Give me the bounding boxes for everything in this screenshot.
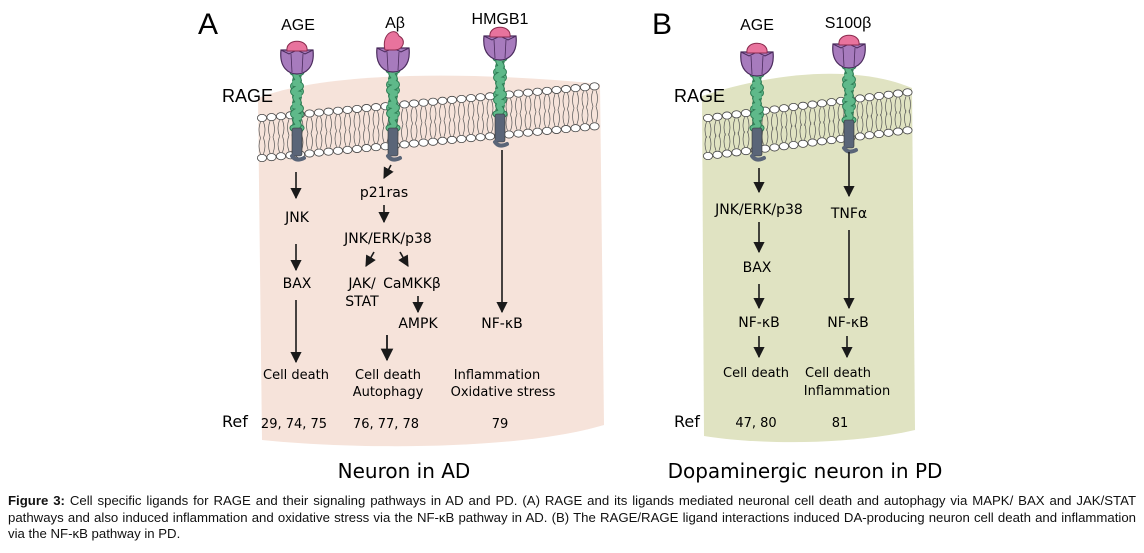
rage-receptor	[483, 26, 517, 148]
arrow	[398, 251, 409, 267]
node-jak: JAK/	[347, 276, 376, 292]
arrow	[365, 251, 376, 267]
ligand-label-age-a: AGE	[281, 17, 315, 34]
outcome-inflammation-a: Inflammation	[454, 368, 540, 383]
rage-receptor	[376, 31, 410, 162]
outcome-inflammation-b: Inflammation	[804, 384, 890, 399]
caption-prefix: Figure 3:	[8, 493, 65, 508]
outcome-autophagy: Autophagy	[353, 385, 424, 400]
panel-b-letter: B	[652, 8, 672, 41]
panel-a-letter: A	[198, 8, 218, 41]
node-jnk-erk-p38-b: JNK/ERK/p38	[714, 202, 803, 218]
rage-receptor	[280, 40, 314, 162]
ligand-shape	[746, 42, 768, 54]
ref-a-col3: 79	[492, 417, 509, 432]
rage-label-a: RAGE	[222, 86, 273, 106]
node-camkkb: CaMKKβ	[383, 276, 441, 292]
arrow	[383, 164, 394, 179]
node-nfkb-a: NF-κB	[481, 316, 522, 332]
figure-diagram: A B AGE Aβ HMGB1 AGE S100β RAGE RAGE JNK…	[198, 8, 943, 483]
node-bax-a: BAX	[283, 276, 312, 292]
node-ampk: AMPK	[398, 316, 438, 332]
outcome-cell-death-b2: Cell death	[805, 366, 871, 381]
node-nfkb-b1: NF-κB	[738, 315, 779, 331]
outcome-cell-death-a1: Cell death	[263, 368, 329, 383]
node-tnfa: TNFα	[830, 206, 867, 222]
rage-receptor	[740, 42, 774, 162]
ref-a-col1: 29, 74, 75	[261, 417, 327, 432]
ligand-shape	[286, 40, 308, 52]
node-p21ras: p21ras	[360, 185, 408, 201]
ligand-shape	[838, 34, 860, 46]
node-jnk: JNK	[284, 210, 310, 226]
ligand-label-abeta: Aβ	[385, 15, 405, 32]
outcome-cell-death-b1: Cell death	[723, 366, 789, 381]
ref-a-col2: 76, 77, 78	[353, 417, 419, 432]
rage-receptor	[832, 34, 866, 154]
figure-caption: Figure 3: Cell specific ligands for RAGE…	[8, 493, 1136, 543]
node-stat: STAT	[345, 294, 379, 310]
neuron-ad-cell	[258, 75, 604, 447]
ref-b-col1: 47, 80	[735, 416, 776, 431]
node-nfkb-b2: NF-κB	[827, 315, 868, 331]
ref-label-b: Ref	[674, 412, 700, 431]
ligand-shape	[383, 31, 404, 51]
rage-label-b: RAGE	[674, 86, 725, 106]
ligand-label-s100b: S100β	[825, 15, 872, 32]
outcome-oxidative-stress: Oxidative stress	[451, 385, 556, 400]
ligand-label-age-b: AGE	[740, 17, 774, 34]
cell-label-pd: Dopaminergic neuron in PD	[668, 459, 943, 483]
ligand-label-hmgb1: HMGB1	[472, 11, 529, 28]
node-bax-b: BAX	[743, 260, 772, 276]
ref-label-a: Ref	[222, 412, 248, 431]
outcome-cell-death-a2: Cell death	[355, 368, 421, 383]
rage-receptors	[280, 26, 866, 162]
caption-text: Cell specific ligands for RAGE and their…	[8, 493, 1136, 541]
cell-label-ad: Neuron in AD	[338, 459, 471, 483]
node-jnk-erk-p38-a: JNK/ERK/p38	[343, 231, 432, 247]
ligand-shape	[489, 26, 511, 38]
ref-b-col2: 81	[832, 416, 849, 431]
